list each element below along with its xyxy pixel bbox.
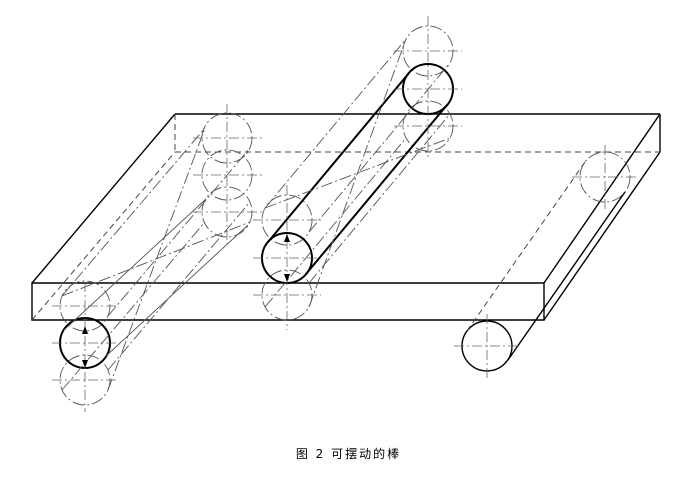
middle-rod-phantom-edge-4 bbox=[308, 113, 451, 284]
middle-rod-phantom-edge-3 bbox=[264, 137, 407, 308]
left-rod-back-upper-phantom bbox=[201, 112, 253, 164]
middle-rod-edge-a bbox=[267, 72, 410, 243]
left-rod-phantom-edge-4 bbox=[107, 201, 251, 371]
left-rod-phantom-cross-1 bbox=[61, 221, 251, 297]
left-rod bbox=[52, 104, 262, 412]
left-rod-phantom-cross-2 bbox=[107, 127, 206, 391]
middle-rod-phantom-cross-1 bbox=[264, 137, 451, 209]
left-rod-phantom-edge-1 bbox=[61, 127, 206, 297]
middle-rod-up-arrow bbox=[284, 234, 290, 242]
right-rod bbox=[454, 145, 638, 378]
middle-rod-down-arrow bbox=[284, 274, 290, 282]
slab bbox=[31, 113, 661, 321]
slab-right-bottom bbox=[543, 151, 661, 321]
slab-top-right-edge bbox=[543, 113, 661, 284]
middle-rod-back-upper-phantom bbox=[402, 25, 454, 77]
left-rod-phantom-edge-2 bbox=[107, 147, 251, 317]
left-rod-edge-b bbox=[105, 224, 249, 357]
right-rod-edge-b-hidden bbox=[466, 161, 586, 332]
middle-rod-phantom-edge-2 bbox=[308, 62, 451, 233]
middle-rod-phantom-edge-1 bbox=[264, 38, 407, 209]
slab-hidden-left-bottom bbox=[31, 151, 176, 321]
slab-top-left-edge bbox=[31, 113, 176, 284]
left-rod-down-arrow bbox=[82, 360, 88, 368]
middle-rod-phantom-cross-2 bbox=[308, 38, 407, 308]
left-rod-edge-a bbox=[63, 198, 207, 331]
left-rod-up-arrow bbox=[82, 326, 88, 334]
figure-caption: 图 2 可摆动的棒 bbox=[295, 447, 402, 461]
middle-rod-edge-b bbox=[305, 104, 448, 275]
right-rod-edge-a bbox=[507, 191, 626, 361]
middle-rod bbox=[253, 16, 462, 330]
